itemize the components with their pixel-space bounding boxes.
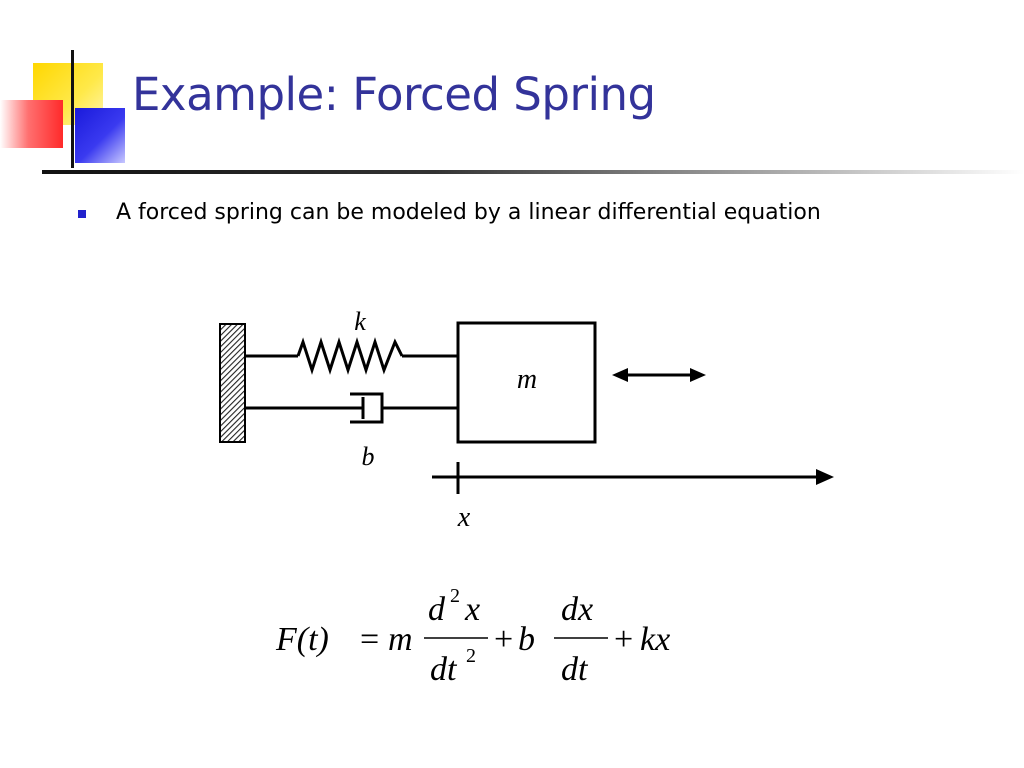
wall [219, 323, 246, 443]
spring-mass-diagram: k b m x [219, 307, 834, 533]
bullet-square-icon [78, 209, 86, 218]
fraction1-numerator-d: d [428, 591, 446, 628]
fraction1-numerator-var: x [464, 591, 480, 628]
slide-title: Example: Forced Spring [132, 68, 656, 121]
equation-lhs: F(t) [275, 621, 329, 658]
equation-b: b [518, 621, 535, 658]
damper [245, 392, 458, 424]
differential-equation: F(t) = m d 2 x dt 2 + b dx dt + kx [275, 585, 670, 688]
damper-label: b [362, 442, 375, 471]
equation-plus2: + [614, 621, 633, 658]
slide-logo [0, 0, 140, 175]
spring-label: k [354, 307, 366, 336]
fraction2-numerator: dx [561, 591, 593, 628]
spring [245, 337, 458, 375]
mass-block [456, 321, 597, 444]
equation-kx: kx [640, 621, 670, 658]
logo-blue-square [75, 108, 125, 163]
x-axis [432, 462, 834, 494]
x-axis-label: x [457, 502, 471, 533]
fraction1-denominator-sup: 2 [466, 645, 476, 667]
bullet-item: A forced spring can be modeled by a line… [78, 200, 821, 225]
equation-plus1: + [494, 621, 513, 658]
fraction2-denominator: dt [561, 651, 589, 688]
motion-arrow-icon [612, 368, 706, 382]
fraction1-numerator-sup: 2 [450, 585, 460, 607]
equation-m: m [388, 621, 413, 658]
title-divider [42, 170, 1024, 174]
logo-vertical-line [71, 50, 74, 168]
fraction1-denominator: dt [430, 651, 458, 688]
mass-label: m [517, 364, 537, 395]
logo-red-square [0, 100, 63, 148]
equation-equals: = [360, 621, 379, 658]
bullet-text: A forced spring can be modeled by a line… [116, 200, 821, 225]
